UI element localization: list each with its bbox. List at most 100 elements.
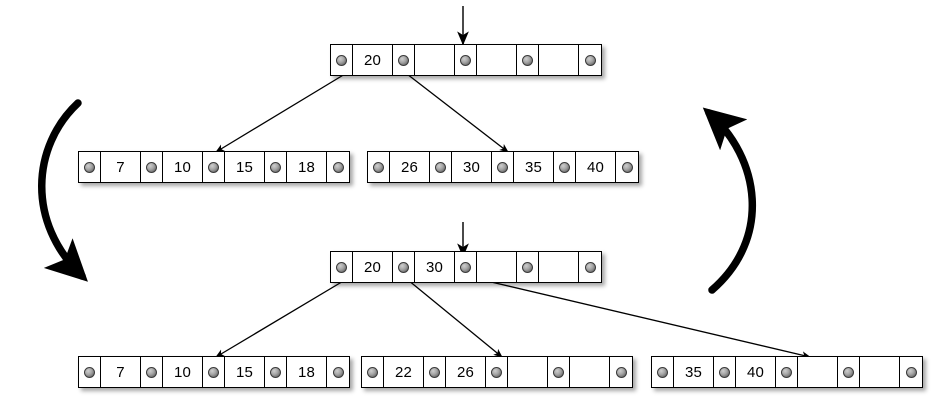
node-pointer-cell[interactable] bbox=[393, 45, 415, 75]
node-key-cell[interactable]: 26 bbox=[390, 152, 430, 182]
node-pointer-cell[interactable] bbox=[838, 357, 860, 387]
node-pointer-cell[interactable] bbox=[79, 152, 101, 182]
btree-node-leaf-after-left[interactable]: 7 10 15 18 bbox=[78, 356, 350, 388]
node-pointer-cell[interactable] bbox=[331, 45, 353, 75]
node-pointer-cell[interactable] bbox=[141, 152, 163, 182]
node-pointer-cell[interactable] bbox=[141, 357, 163, 387]
pointer-dot-icon bbox=[84, 161, 95, 173]
node-pointer-cell[interactable] bbox=[554, 152, 576, 182]
pointer-dot-icon bbox=[497, 161, 508, 173]
node-key-cell[interactable]: 10 bbox=[163, 152, 203, 182]
node-key-cell[interactable]: 20 bbox=[353, 252, 393, 282]
pointer-dot-icon bbox=[522, 54, 533, 66]
edge-root-after-to-right-leaf bbox=[469, 276, 811, 359]
edge-root-before-to-right-leaf bbox=[406, 73, 509, 153]
node-key-cell[interactable]: 15 bbox=[225, 152, 265, 182]
node-empty-cell[interactable] bbox=[508, 357, 548, 387]
node-pointer-cell[interactable] bbox=[203, 357, 225, 387]
pointer-dot-icon bbox=[719, 366, 730, 378]
node-key-cell[interactable]: 35 bbox=[514, 152, 554, 182]
node-key-cell[interactable]: 40 bbox=[736, 357, 776, 387]
pointer-dot-icon bbox=[336, 261, 347, 273]
node-key-cell[interactable]: 7 bbox=[101, 357, 141, 387]
node-key-cell[interactable]: 15 bbox=[225, 357, 265, 387]
node-empty-cell[interactable] bbox=[570, 357, 610, 387]
edge-root-after-to-middle-leaf bbox=[407, 279, 503, 358]
node-pointer-cell[interactable] bbox=[517, 252, 539, 282]
node-pointer-cell[interactable] bbox=[486, 357, 508, 387]
edge-root-before-to-left-leaf bbox=[215, 73, 346, 153]
pointer-dot-icon bbox=[146, 366, 157, 378]
pointer-dot-icon bbox=[84, 366, 95, 378]
node-key-cell[interactable]: 22 bbox=[384, 357, 424, 387]
node-pointer-cell[interactable] bbox=[900, 357, 922, 387]
node-pointer-cell[interactable] bbox=[265, 357, 287, 387]
pointer-dot-icon bbox=[429, 366, 440, 378]
pointer-dot-icon bbox=[398, 261, 409, 273]
node-empty-cell[interactable] bbox=[539, 45, 579, 75]
node-key-cell[interactable]: 35 bbox=[674, 357, 714, 387]
pointer-dot-icon bbox=[270, 161, 281, 173]
node-empty-cell[interactable] bbox=[539, 252, 579, 282]
node-pointer-cell[interactable] bbox=[616, 152, 638, 182]
btree-node-leaf-before-left[interactable]: 7 10 15 18 bbox=[78, 151, 350, 183]
node-key-cell[interactable]: 7 bbox=[101, 152, 141, 182]
node-pointer-cell[interactable] bbox=[331, 252, 353, 282]
node-pointer-cell[interactable] bbox=[579, 252, 601, 282]
node-empty-cell[interactable] bbox=[860, 357, 900, 387]
node-key-cell[interactable]: 40 bbox=[576, 152, 616, 182]
node-empty-cell[interactable] bbox=[477, 45, 517, 75]
node-key-cell[interactable]: 18 bbox=[287, 357, 327, 387]
node-pointer-cell[interactable] bbox=[393, 252, 415, 282]
node-pointer-cell[interactable] bbox=[430, 152, 452, 182]
node-pointer-cell[interactable] bbox=[79, 357, 101, 387]
node-empty-cell[interactable] bbox=[415, 45, 455, 75]
node-pointer-cell[interactable] bbox=[579, 45, 601, 75]
edge-root-after-to-left-leaf bbox=[215, 279, 346, 358]
node-pointer-cell[interactable] bbox=[714, 357, 736, 387]
node-pointer-cell[interactable] bbox=[362, 357, 384, 387]
node-pointer-cell[interactable] bbox=[548, 357, 570, 387]
node-pointer-cell[interactable] bbox=[265, 152, 287, 182]
pointer-dot-icon bbox=[373, 161, 384, 173]
pointer-dot-icon bbox=[559, 161, 570, 173]
pointer-dot-icon bbox=[332, 366, 344, 378]
pointer-dot-icon bbox=[367, 366, 378, 378]
node-key-cell[interactable]: 18 bbox=[287, 152, 327, 182]
btree-node-leaf-after-middle[interactable]: 22 26 bbox=[361, 356, 633, 388]
pointer-dot-icon bbox=[843, 366, 854, 378]
pointer-dot-icon bbox=[435, 161, 446, 173]
pointer-dot-icon bbox=[460, 261, 471, 273]
node-pointer-cell[interactable] bbox=[492, 152, 514, 182]
node-pointer-cell[interactable] bbox=[203, 152, 225, 182]
btree-node-leaf-before-right[interactable]: 26 30 35 40 bbox=[367, 151, 639, 183]
node-pointer-cell[interactable] bbox=[327, 357, 349, 387]
node-pointer-cell[interactable] bbox=[327, 152, 349, 182]
node-key-cell[interactable]: 30 bbox=[415, 252, 455, 282]
node-pointer-cell[interactable] bbox=[455, 252, 477, 282]
pointer-dot-icon bbox=[332, 161, 344, 173]
node-pointer-cell[interactable] bbox=[517, 45, 539, 75]
node-pointer-cell[interactable] bbox=[455, 45, 477, 75]
btree-node-leaf-after-right[interactable]: 35 40 bbox=[651, 356, 923, 388]
node-empty-cell[interactable] bbox=[477, 252, 517, 282]
pointer-dot-icon bbox=[336, 54, 347, 66]
node-key-cell[interactable]: 26 bbox=[446, 357, 486, 387]
node-pointer-cell[interactable] bbox=[424, 357, 446, 387]
pointer-dot-icon bbox=[584, 54, 596, 66]
node-key-cell[interactable]: 10 bbox=[163, 357, 203, 387]
pointer-dot-icon bbox=[905, 366, 917, 378]
pointer-dot-icon bbox=[657, 366, 668, 378]
btree-node-root-after[interactable]: 20 30 bbox=[330, 251, 602, 283]
node-key-cell[interactable]: 20 bbox=[353, 45, 393, 75]
node-pointer-cell[interactable] bbox=[776, 357, 798, 387]
node-pointer-cell[interactable] bbox=[610, 357, 632, 387]
pointer-dot-icon bbox=[270, 366, 281, 378]
right-curved-arrow bbox=[702, 107, 756, 294]
btree-node-root-before[interactable]: 20 bbox=[330, 44, 602, 76]
node-key-cell[interactable]: 30 bbox=[452, 152, 492, 182]
node-empty-cell[interactable] bbox=[798, 357, 838, 387]
node-pointer-cell[interactable] bbox=[652, 357, 674, 387]
node-pointer-cell[interactable] bbox=[368, 152, 390, 182]
